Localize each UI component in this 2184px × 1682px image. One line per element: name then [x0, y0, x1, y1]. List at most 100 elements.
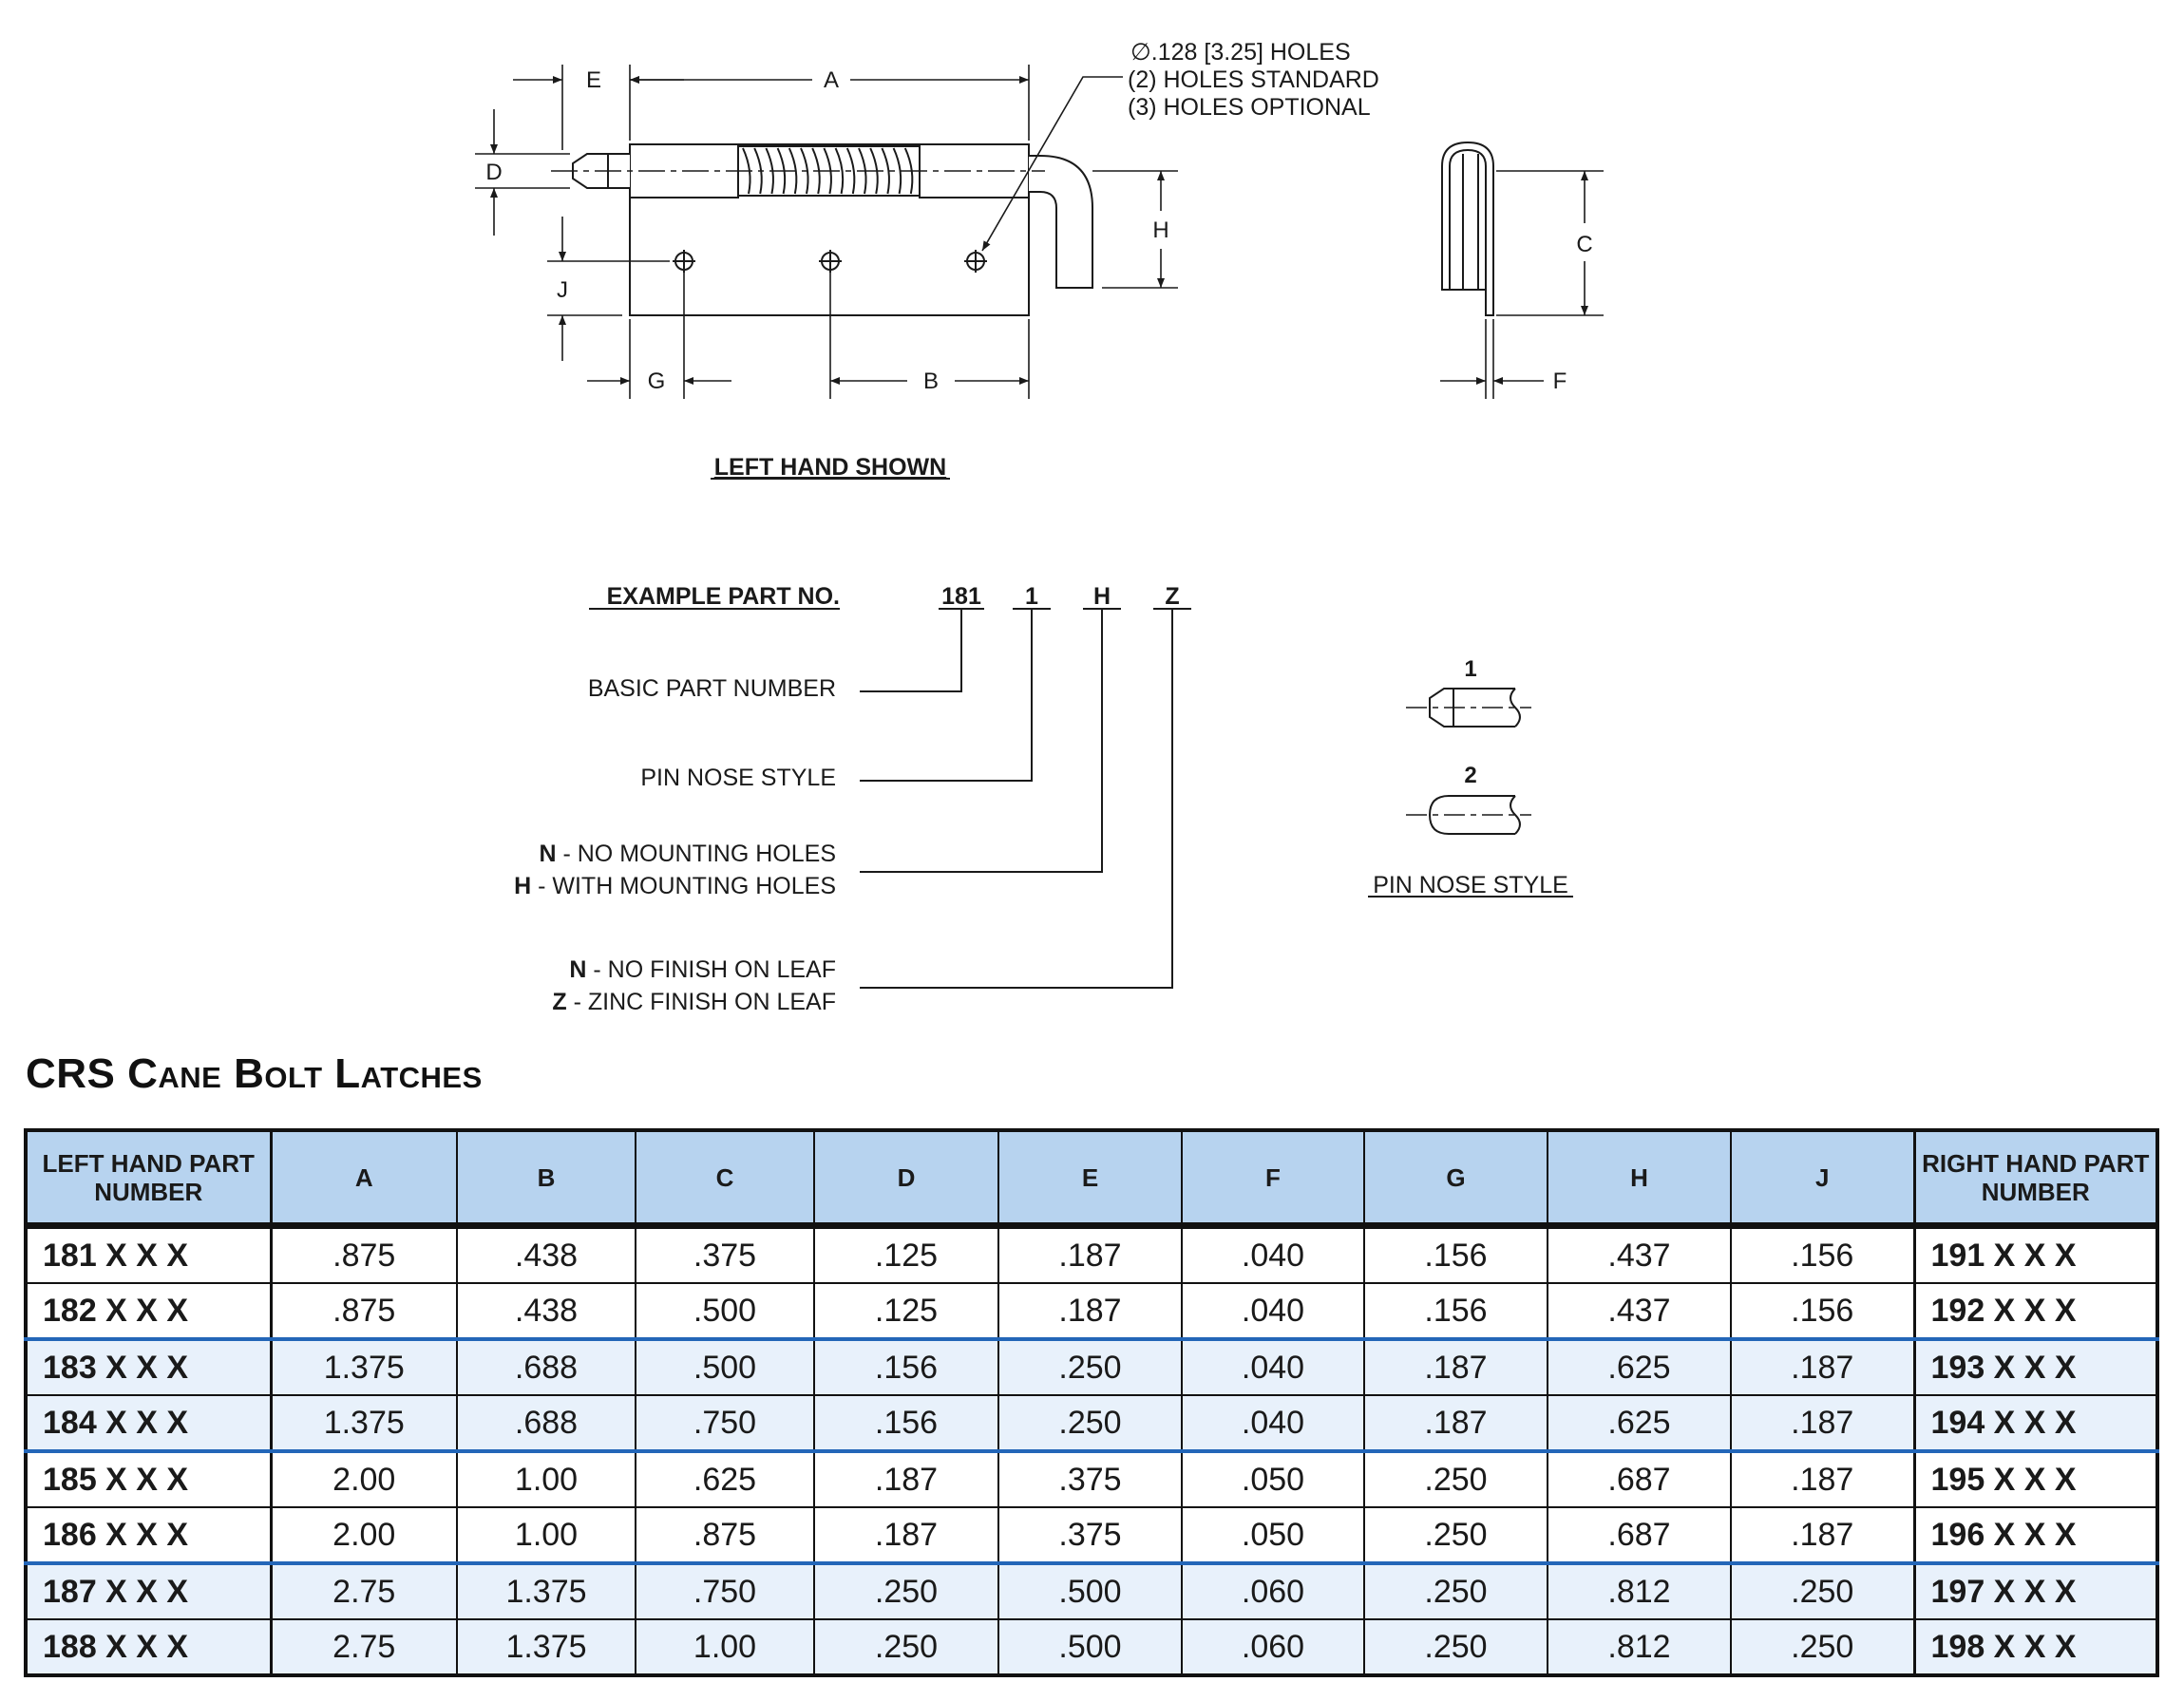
mounting-option-n: N - NO MOUNTING HOLES: [539, 841, 836, 867]
pin-nose-style-1-label: 1: [1464, 656, 1476, 682]
pin-nose-caption: PIN NOSE STYLE: [1373, 872, 1568, 898]
cell-b: 1.00: [456, 1449, 636, 1508]
cell-e: .500: [997, 1618, 1183, 1676]
cell-e: .500: [997, 1561, 1183, 1620]
cell-c: .875: [635, 1506, 815, 1564]
cell-c: .500: [635, 1337, 815, 1396]
holes-note-line-2: (2) HOLES STANDARD: [1128, 66, 1379, 93]
cell-f: .040: [1181, 1224, 1365, 1284]
cell-left-hand-part: 185 X X X: [25, 1449, 273, 1508]
mounting-holes: [673, 250, 987, 273]
cell-left-hand-part: 187 X X X: [25, 1561, 273, 1620]
table-title: CRS Cane Bolt Latches: [26, 1050, 483, 1097]
side-profile: [1441, 141, 1494, 316]
cell-left-hand-part: 184 X X X: [25, 1394, 273, 1452]
view-caption: LEFT HAND SHOWN: [714, 454, 946, 481]
header-h: H: [1547, 1129, 1732, 1227]
cell-a: 2.75: [270, 1561, 458, 1620]
cell-g: .250: [1363, 1506, 1548, 1564]
cell-d: .156: [813, 1337, 999, 1396]
front-view: [551, 143, 1093, 316]
cell-b: .688: [456, 1337, 636, 1396]
cell-right-hand-part: 191 X X X: [1912, 1224, 2158, 1284]
cell-f: .050: [1181, 1449, 1365, 1508]
dim-label-b: B: [923, 369, 939, 394]
header-c: C: [635, 1129, 815, 1227]
cell-a: 2.00: [270, 1506, 458, 1564]
dim-label-e: E: [586, 67, 601, 93]
cell-g: .187: [1363, 1394, 1548, 1452]
header-left-hand: LEFT HAND PART NUMBER: [25, 1129, 273, 1227]
cell-c: .500: [635, 1282, 815, 1340]
cane-handle: [1029, 155, 1093, 289]
finish-option-n: N - NO FINISH ON LEAF: [569, 956, 836, 983]
cell-g: .250: [1363, 1449, 1548, 1508]
segment-mounting: H: [1093, 583, 1111, 610]
cell-a: 1.375: [270, 1337, 458, 1396]
dimension-letters: A E D J H G B C F: [485, 67, 1592, 394]
finish-option-z: Z - ZINC FINISH ON LEAF: [552, 989, 836, 1015]
header-g: G: [1363, 1129, 1548, 1227]
cell-f: .040: [1181, 1282, 1365, 1340]
dim-label-d: D: [485, 160, 502, 185]
table-header-row: LEFT HAND PART NUMBER A B C D E F G H J …: [25, 1129, 2158, 1227]
cell-d: .250: [813, 1618, 999, 1676]
cell-g: .187: [1363, 1337, 1548, 1396]
cell-a: 2.00: [270, 1449, 458, 1508]
cell-b: 1.00: [456, 1506, 636, 1564]
cell-j: .187: [1730, 1506, 1915, 1564]
cell-left-hand-part: 181 X X X: [25, 1224, 273, 1284]
side-view: [1441, 141, 1494, 316]
cell-h: .625: [1547, 1337, 1732, 1396]
cell-h: .687: [1547, 1449, 1732, 1508]
holes-note-line-1: ∅.128 [3.25] HOLES: [1130, 39, 1351, 66]
cell-right-hand-part: 192 X X X: [1912, 1282, 2158, 1340]
cell-a: .875: [270, 1282, 458, 1340]
header-f: F: [1181, 1129, 1365, 1227]
cell-j: .250: [1730, 1561, 1915, 1620]
cell-c: .750: [635, 1561, 815, 1620]
dim-label-h: H: [1152, 217, 1168, 243]
cell-e: .187: [997, 1282, 1183, 1340]
cell-b: 1.375: [456, 1618, 636, 1676]
cell-right-hand-part: 196 X X X: [1912, 1506, 2158, 1564]
cell-e: .187: [997, 1224, 1183, 1284]
cell-h: .812: [1547, 1561, 1732, 1620]
cell-h: .437: [1547, 1224, 1732, 1284]
cell-e: .250: [997, 1337, 1183, 1396]
cane-bolt-table: LEFT HAND PART NUMBER A B C D E F G H J …: [24, 1128, 2159, 1677]
cell-f: .050: [1181, 1506, 1365, 1564]
segment-pin-nose: 1: [1025, 583, 1038, 610]
cell-b: .438: [456, 1282, 636, 1340]
cell-h: .437: [1547, 1282, 1732, 1340]
dim-label-a: A: [824, 67, 839, 93]
mounting-option-h: H - WITH MOUNTING HOLES: [514, 873, 836, 899]
cell-a: 2.75: [270, 1618, 458, 1676]
cell-h: .812: [1547, 1618, 1732, 1676]
cell-g: .156: [1363, 1282, 1548, 1340]
cell-left-hand-part: 188 X X X: [25, 1618, 273, 1676]
cell-g: .250: [1363, 1561, 1548, 1620]
dim-label-g: G: [648, 369, 666, 394]
header-d: D: [813, 1129, 999, 1227]
cell-h: .687: [1547, 1506, 1732, 1564]
holes-note: ∅.128 [3.25] HOLES (2) HOLES STANDARD (3…: [1128, 39, 1379, 121]
segment-finish: Z: [1165, 583, 1179, 610]
header-a: A: [270, 1129, 458, 1227]
cell-e: .375: [997, 1506, 1183, 1564]
cell-e: .375: [997, 1449, 1183, 1508]
cell-g: .156: [1363, 1224, 1548, 1284]
cell-b: .438: [456, 1224, 636, 1284]
cell-d: .187: [813, 1506, 999, 1564]
cell-j: .187: [1730, 1449, 1915, 1508]
part-number-breakdown: EXAMPLE PART NO. 181 1 H Z BASIC PART NU…: [514, 583, 1191, 1015]
header-e: E: [997, 1129, 1183, 1227]
header-b: B: [456, 1129, 636, 1227]
pin-nose-style-2-label: 2: [1464, 763, 1476, 788]
front-dimensions: [475, 65, 1178, 399]
